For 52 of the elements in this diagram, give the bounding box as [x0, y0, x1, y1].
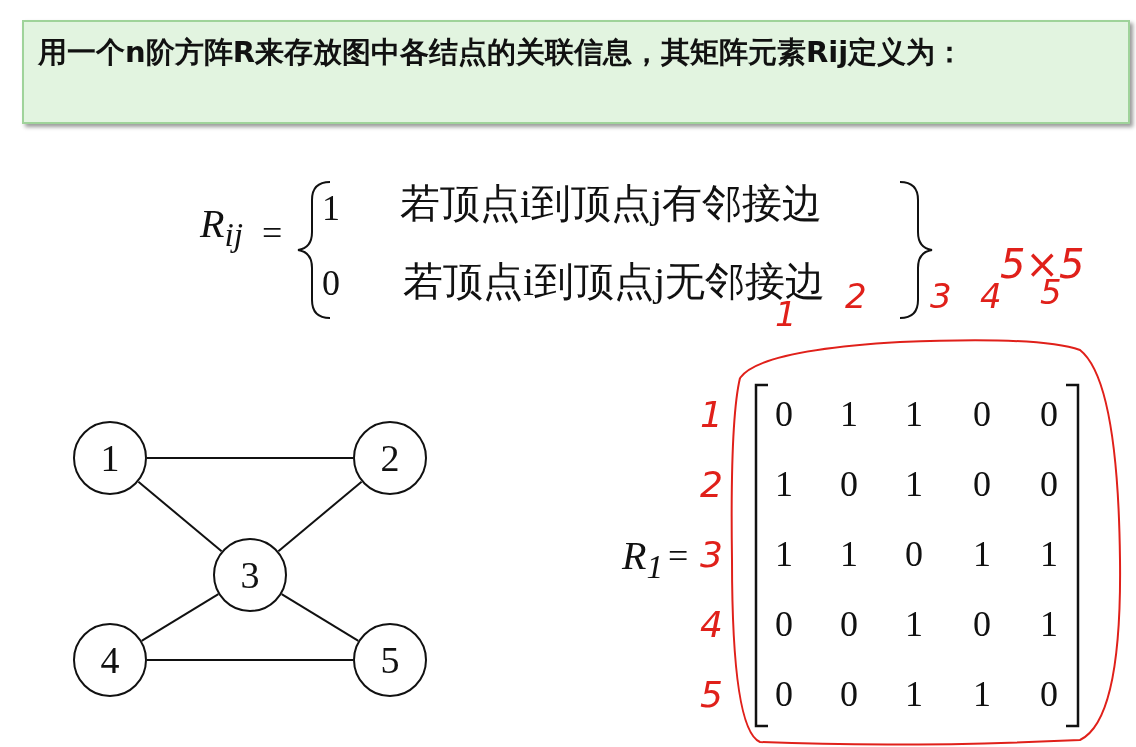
connecting-line [146, 457, 354, 459]
column-number: 4 [980, 276, 1002, 317]
connecting-line [140, 593, 220, 642]
formula-value: 0 [322, 262, 340, 305]
matrix-entry: 1 [905, 393, 923, 436]
title-banner: 用一个n阶方阵R来存放图中各结点的关联信息，其矩阵元素Rij定义为： [22, 20, 1130, 124]
matrix-entry: 0 [840, 603, 858, 646]
vertex-circle: 1 [73, 421, 147, 495]
matrix-entry: 0 [973, 463, 991, 506]
row-number: 2 [700, 463, 723, 507]
matrix-entry: 0 [1040, 673, 1058, 716]
column-number: 2 [845, 276, 867, 317]
row-number: 4 [700, 603, 723, 647]
row-number: 1 [700, 393, 723, 437]
row-number: 3 [700, 533, 723, 577]
matrix-entry: 0 [775, 603, 793, 646]
equals-sign: = [262, 212, 283, 255]
matrix-entry: 1 [1040, 533, 1058, 576]
matrix-entry: 1 [840, 393, 858, 436]
matrix-entry: 0 [775, 393, 793, 436]
matrix-symbol: R$_{1}$ [622, 532, 664, 587]
vertex-circle: 5 [353, 623, 427, 697]
matrix-entry: 0 [973, 393, 991, 436]
matrix-entry: 0 [1040, 393, 1058, 436]
column-number: 3 [930, 276, 952, 317]
matrix-entry: 0 [905, 533, 923, 576]
matrix-entry: 1 [840, 533, 858, 576]
matrix-entry: 0 [775, 673, 793, 716]
matrix-entry: 0 [1040, 463, 1058, 506]
matrix-entry: 1 [775, 463, 793, 506]
connecting-line [137, 480, 223, 553]
matrix-entry: 1 [905, 463, 923, 506]
formula-symbol: R$_{ij}$ [200, 200, 243, 255]
equals-sign: = [668, 535, 689, 578]
matrix-entry: 1 [775, 533, 793, 576]
matrix-entry: 1 [973, 533, 991, 576]
connecting-line [146, 659, 354, 661]
vertex-circle: 4 [73, 623, 147, 697]
row-number: 5 [700, 673, 723, 717]
matrix-entry: 0 [973, 603, 991, 646]
condition-text: 若顶点i到顶点j有邻接边 [400, 180, 823, 228]
matrix-entry: 1 [1040, 603, 1058, 646]
formula-value: 1 [322, 187, 340, 230]
matrix-entry: 1 [905, 673, 923, 716]
connecting-line [280, 593, 360, 642]
connecting-line [277, 480, 363, 553]
matrix-entry: 0 [840, 673, 858, 716]
matrix-entry: 1 [973, 673, 991, 716]
matrix-entry: 1 [905, 603, 923, 646]
matrix-entry: 0 [840, 463, 858, 506]
vertex-circle: 2 [353, 421, 427, 495]
vertex-circle: 3 [213, 538, 287, 612]
